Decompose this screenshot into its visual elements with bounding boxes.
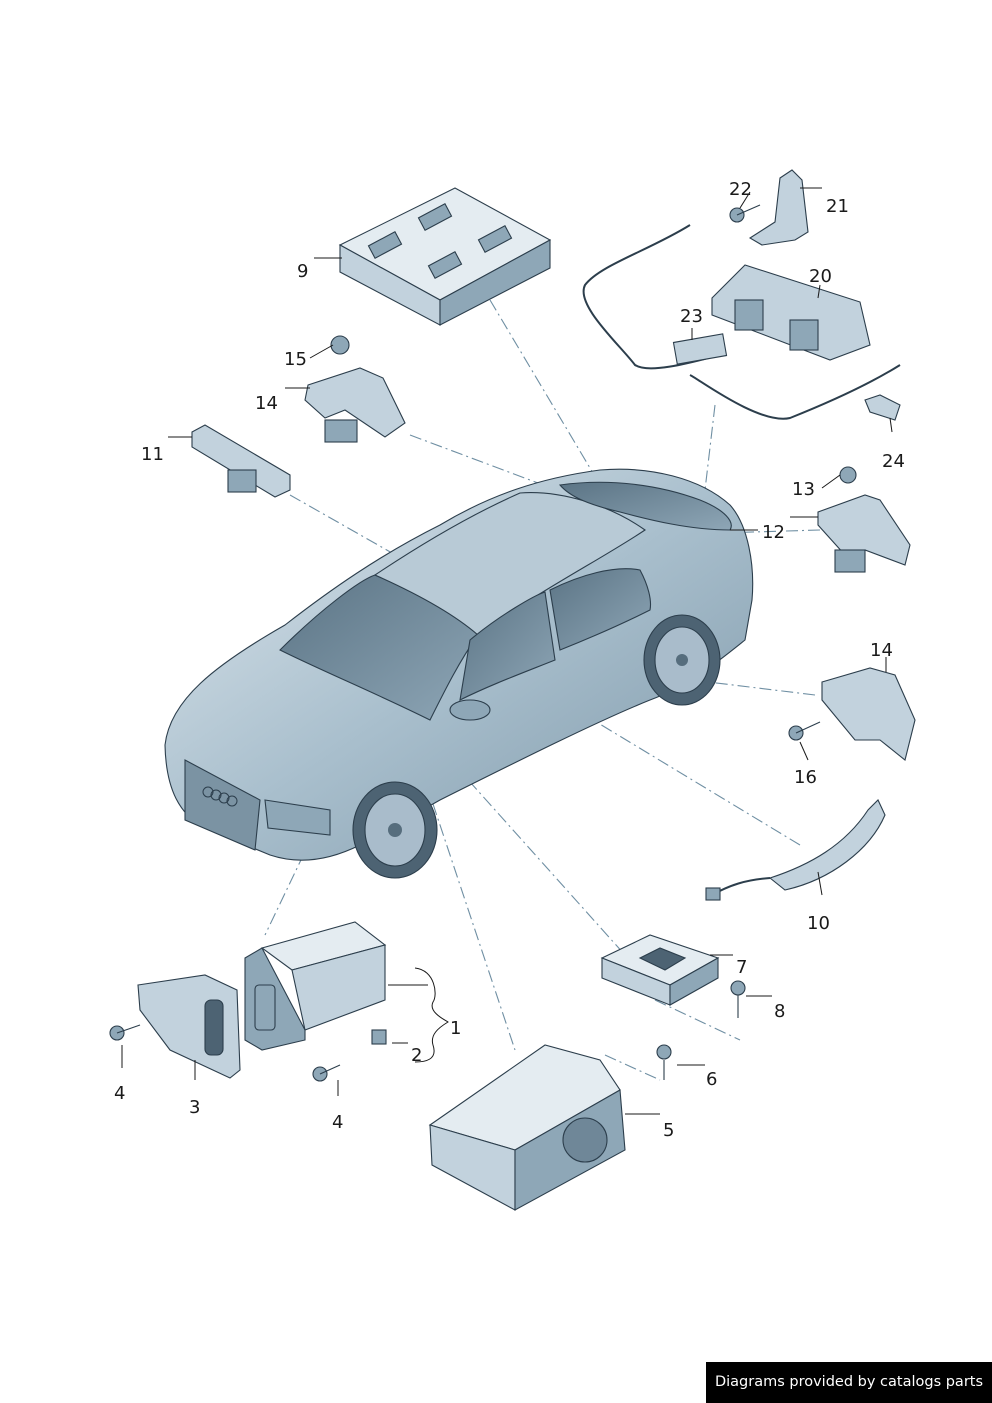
callout-1: 1 xyxy=(450,1018,461,1039)
part-4-bolt-right[interactable] xyxy=(312,1064,341,1082)
part-3-cover[interactable] xyxy=(137,974,241,1079)
front-wheel xyxy=(352,781,438,879)
part-11-antenna[interactable] xyxy=(191,424,291,498)
callout-14-right: 14 xyxy=(870,640,893,661)
part-24-clip[interactable] xyxy=(864,394,901,421)
callout-13: 13 xyxy=(792,479,815,500)
callout-8: 8 xyxy=(774,1001,785,1022)
part-6-screw[interactable] xyxy=(656,1044,672,1080)
part-2-clip[interactable] xyxy=(371,1029,387,1045)
callout-20: 20 xyxy=(809,266,832,287)
callout-15: 15 xyxy=(284,349,307,370)
part-16-screw[interactable] xyxy=(788,721,821,741)
part-5-control-box[interactable] xyxy=(428,1044,626,1211)
callout-9: 9 xyxy=(297,261,308,282)
callout-7: 7 xyxy=(736,957,747,978)
callout-14-upper: 14 xyxy=(255,393,278,414)
part-21-bracket[interactable] xyxy=(748,169,809,246)
grille-rings xyxy=(202,786,238,807)
callout-11: 11 xyxy=(141,444,164,465)
part-1-lock-module[interactable] xyxy=(244,921,387,1051)
part-14-bracket-right-top[interactable] xyxy=(817,466,911,573)
callout-3: 3 xyxy=(189,1097,200,1118)
callout-2: 2 xyxy=(411,1045,422,1066)
callout-4-left: 4 xyxy=(114,1083,125,1104)
part-7-sensor[interactable] xyxy=(600,934,720,1006)
callout-10: 10 xyxy=(807,913,830,934)
part-14-bracket-right-mid[interactable] xyxy=(788,667,916,761)
callout-23: 23 xyxy=(680,306,703,327)
leader-lines xyxy=(121,187,893,1115)
part-4-bolt-left[interactable] xyxy=(109,1024,141,1041)
part-14-bracket-upper[interactable] xyxy=(304,335,406,443)
callout-22: 22 xyxy=(729,179,752,200)
part-23-cable-antenna[interactable] xyxy=(582,224,901,420)
part-22-bolt[interactable] xyxy=(729,204,761,223)
part-9-control-unit[interactable] xyxy=(338,187,552,326)
callout-6: 6 xyxy=(706,1069,717,1090)
part-20-module[interactable] xyxy=(711,264,871,361)
part-10-door-handle[interactable] xyxy=(705,799,886,901)
callout-4-right: 4 xyxy=(332,1112,343,1133)
car-illustration xyxy=(164,468,754,879)
callout-labels: 1 2 3 4 4 5 6 7 8 9 10 11 12 13 14 14 15… xyxy=(114,179,905,1141)
callout-21: 21 xyxy=(826,196,849,217)
callout-12: 12 xyxy=(762,522,785,543)
rear-wheel xyxy=(643,614,721,706)
callout-16: 16 xyxy=(794,767,817,788)
callout-24: 24 xyxy=(882,451,905,472)
credit-banner: Diagrams provided by catalogs parts xyxy=(706,1362,992,1403)
callout-5: 5 xyxy=(663,1120,674,1141)
part-8-screw[interactable] xyxy=(730,980,746,1018)
